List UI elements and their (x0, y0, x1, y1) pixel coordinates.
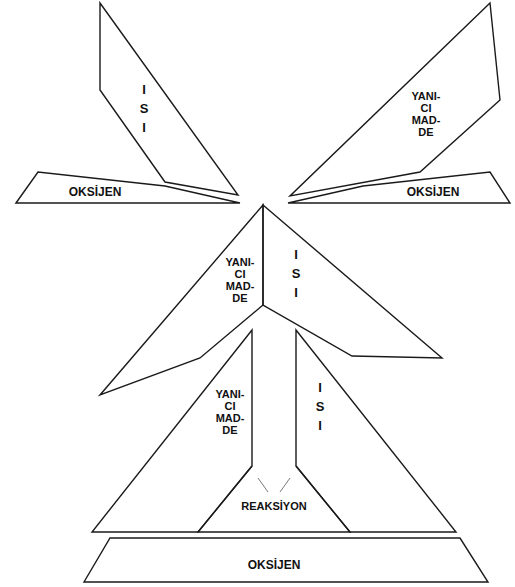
reaction-mark (258, 478, 268, 492)
oxygen-wedge: OKSİJEN (16, 172, 240, 203)
part-border (92, 330, 252, 532)
part-outline (290, 3, 500, 196)
part-outline (288, 172, 510, 203)
part-border (198, 466, 350, 532)
part-border (16, 172, 240, 203)
part-border (296, 330, 456, 532)
part-border (288, 172, 510, 203)
oxygen-wedge: OKSİJEN (84, 538, 488, 582)
part-outline (100, 3, 238, 195)
oxygen-wedge: OKSİJEN (288, 172, 510, 203)
part-label: OKSİJEN (65, 185, 125, 199)
heat-band: I S I (296, 330, 456, 532)
part-label: OKSİJEN (244, 558, 304, 572)
part-label: I S I (314, 378, 326, 435)
part-label: OKSİJEN (403, 185, 463, 199)
part-label: I S I (290, 245, 302, 302)
part-label: YANI- CI MAD- DE (410, 90, 442, 138)
part-border (290, 3, 500, 196)
part-border (263, 205, 442, 358)
part-outline (263, 205, 442, 358)
part-label: REAKSİYON (238, 500, 310, 513)
heat-band: I S I (100, 3, 238, 195)
part-label: YANI- CI MAD- DE (224, 256, 256, 304)
heat-band: I S I (263, 205, 442, 358)
fuel-band: YANI- CI MAD- DE (100, 205, 263, 395)
part-border (84, 538, 488, 582)
reaction-mark (280, 478, 290, 492)
part-border (100, 3, 238, 195)
part-label: I S I (138, 80, 150, 137)
fuel-band: YANI- CI MAD- DE (92, 330, 252, 532)
part-label: YANI- CI MAD- DE (214, 388, 246, 436)
part-border (100, 205, 263, 395)
fuel-band: YANI- CI MAD- DE (290, 3, 500, 196)
part-outline (198, 466, 350, 532)
reaction-region: REAKSİYON (198, 466, 350, 532)
part-outline (16, 172, 240, 203)
